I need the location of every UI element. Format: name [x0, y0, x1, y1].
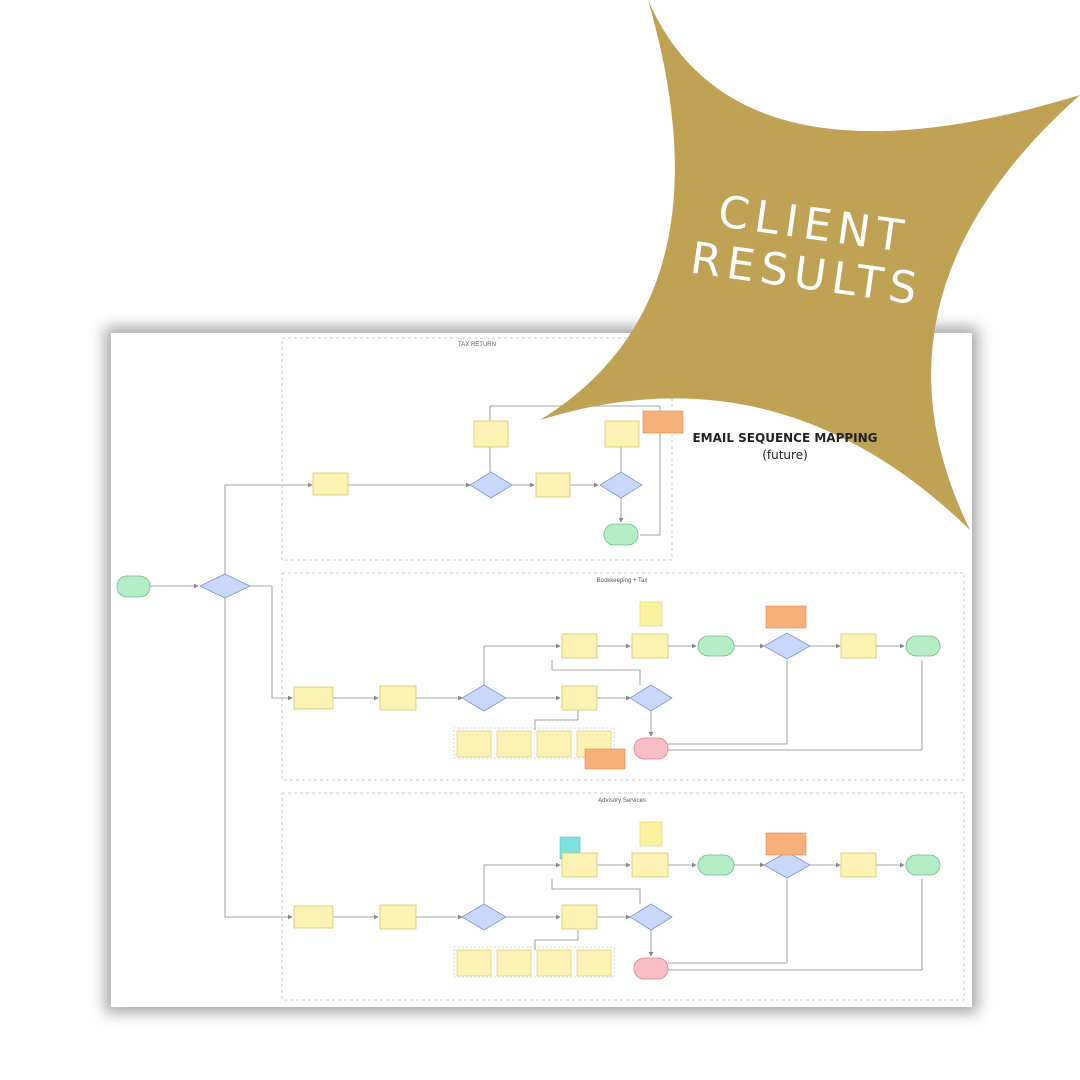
start-node	[116, 575, 151, 598]
step-bk-2	[379, 685, 417, 711]
section-label-bookkeeping: Bookkeeping + Tax	[597, 578, 648, 584]
note-adv-yellow	[639, 821, 663, 847]
decision-bk-3	[629, 684, 673, 712]
step-tax-3	[473, 420, 509, 448]
step-tax-1	[312, 472, 349, 496]
decision-adv-3	[629, 903, 673, 931]
step-tax-2	[535, 472, 571, 498]
note-adv-orange	[765, 832, 807, 856]
section-frame-bookkeeping	[281, 572, 965, 781]
diagram-board	[111, 333, 972, 1007]
section-label-tax: TAX RETURN	[458, 342, 496, 348]
step-adv-1	[293, 905, 334, 929]
decision-tax-1	[469, 471, 513, 499]
step-bk-3	[561, 633, 598, 659]
step-adv-2	[379, 904, 417, 930]
decision-main	[199, 573, 251, 599]
decision-bk-1	[461, 684, 507, 712]
step-adv-3	[561, 852, 598, 878]
end-bk-onboard	[905, 635, 941, 657]
step-adv-4	[631, 852, 669, 878]
section-label-advisory: Advisory Services	[598, 798, 646, 804]
diagram-subtitle: (future)	[762, 448, 808, 462]
email-bk-1	[456, 730, 492, 758]
note-tax	[642, 410, 684, 434]
email-bk-2	[496, 730, 532, 758]
decision-adv-1	[461, 903, 507, 931]
decision-adv-2	[763, 851, 811, 879]
email-adv-3	[536, 949, 572, 977]
note-bk-orange	[765, 605, 807, 629]
email-adv-1	[456, 949, 492, 977]
email-adv-2	[496, 949, 532, 977]
start-bk-call	[697, 635, 735, 657]
start-adv-call	[697, 854, 735, 876]
email-bk-3	[536, 730, 572, 758]
end-adv-onboard	[905, 854, 941, 876]
note-bk-yellow	[639, 601, 663, 627]
step-tax-4	[604, 420, 640, 448]
group-bk-emails	[453, 727, 615, 759]
step-adv-5	[840, 852, 877, 878]
decision-tax-2	[599, 471, 643, 499]
step-bk-4	[631, 633, 669, 659]
diagram-title: EMAIL SEQUENCE MAPPING	[692, 431, 878, 445]
end-tax	[603, 523, 639, 546]
step-bk-1	[293, 686, 334, 710]
section-frame-tax	[281, 337, 673, 561]
step-adv-6	[561, 904, 598, 930]
note-bk-orange-2	[584, 748, 626, 770]
end-adv-red	[633, 957, 669, 980]
step-bk-5	[840, 633, 877, 659]
diagram-title-block: EMAIL SEQUENCE MAPPING (future)	[690, 431, 880, 462]
decision-bk-2	[763, 632, 811, 660]
badge-star-shape	[540, 0, 1080, 530]
end-bk-red	[633, 737, 669, 760]
group-adv-emails	[453, 946, 615, 978]
email-adv-4	[576, 949, 612, 977]
section-frame-advisory	[281, 792, 965, 1001]
step-bk-6	[561, 685, 598, 711]
